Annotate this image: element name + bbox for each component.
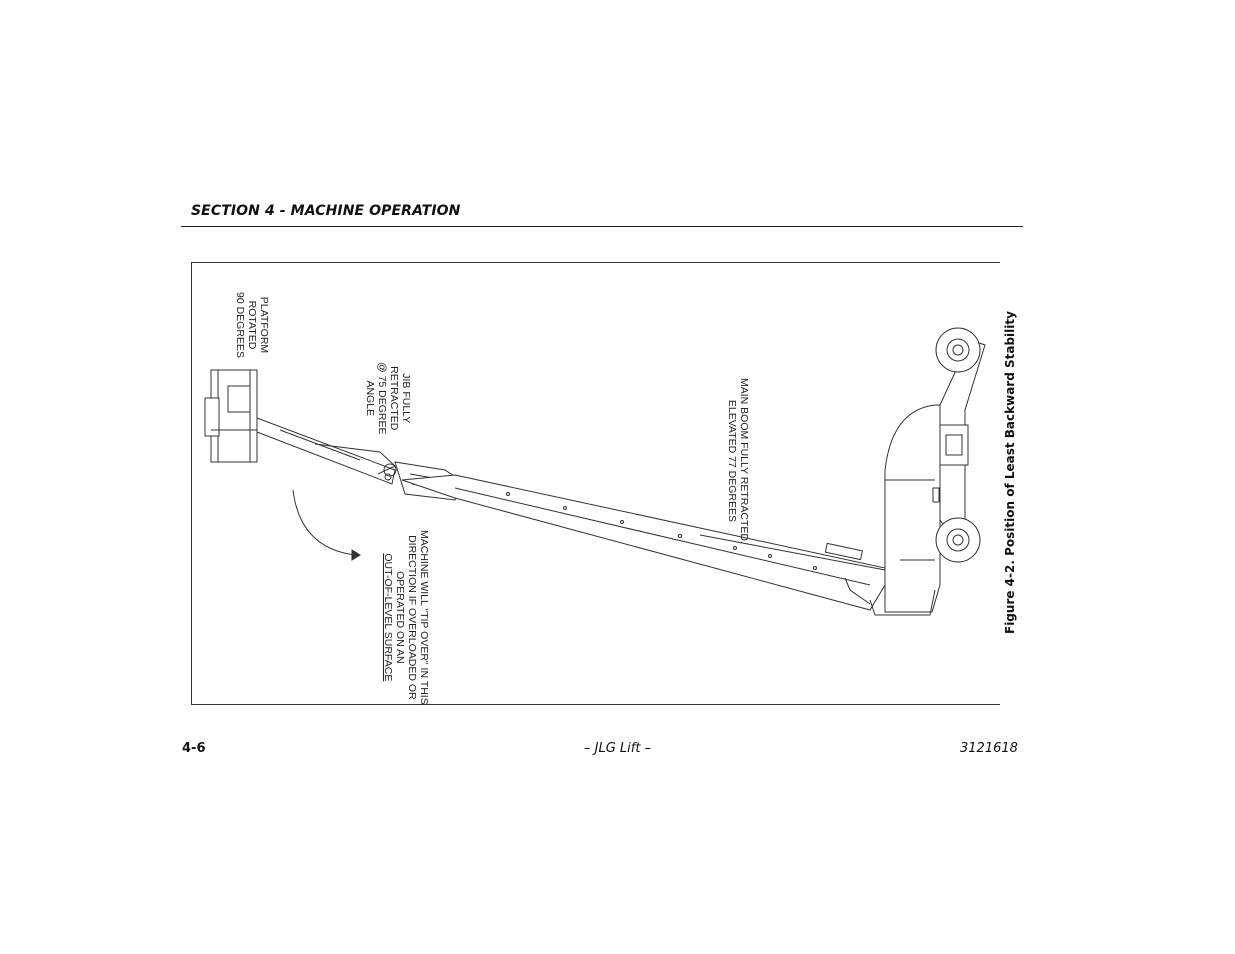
page-number: 4-6: [182, 741, 206, 756]
wheel-top: [935, 327, 981, 373]
document-number: 3121618: [960, 741, 1018, 756]
figure-frame: [191, 262, 1000, 705]
footer-center-title: – JLG Lift –: [584, 741, 652, 756]
tip-over-arrow: [292, 489, 356, 556]
wheel-bottom: [935, 517, 981, 563]
platform-label: PLATFORM ROTATED 90 DEGREES: [234, 292, 270, 358]
header-rule: [181, 226, 1023, 227]
section-header-title: SECTION 4 - MACHINE OPERATION: [191, 203, 461, 219]
tip-over-label: MACHINE WILL "TIP OVER" IN THIS DIRECTIO…: [382, 530, 430, 705]
figure-caption: Figure 4-2. Position of Least Backward S…: [1003, 311, 1017, 634]
main-boom-label: MAIN BOOM FULLY RETRACTED, ELEVATED 77 D…: [726, 378, 750, 544]
jib-label: JIB FULLY RETRACTED @ 75 DEGREE ANGLE: [364, 362, 412, 435]
